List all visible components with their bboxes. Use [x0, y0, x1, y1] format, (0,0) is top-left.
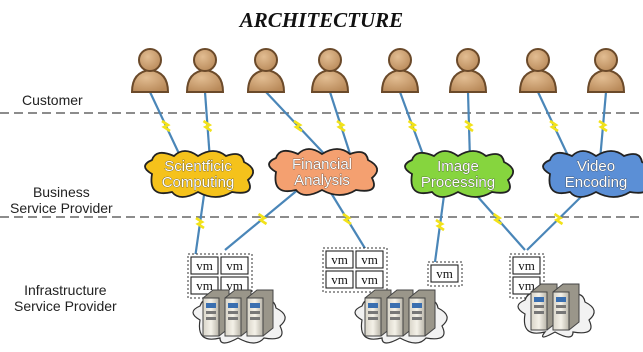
vm-label: vm — [226, 258, 243, 273]
video-encoding-label-line2: Encoding — [565, 174, 628, 191]
business-label-line2: Service Provider — [10, 200, 113, 216]
lightning-icon — [407, 119, 418, 133]
vm-label: vm — [196, 258, 213, 273]
customer-person-icon — [586, 48, 626, 93]
server-farm — [354, 289, 448, 344]
vm-label: vm — [331, 252, 348, 267]
customer-person-icon — [130, 48, 170, 93]
vm-cluster: vm vm — [509, 253, 545, 299]
customer-person-icon — [246, 48, 286, 93]
vm-box — [190, 256, 219, 275]
lightning-icon — [435, 218, 445, 232]
lightning-icon — [598, 119, 608, 133]
server-farm — [517, 283, 595, 338]
lightning-icon — [549, 119, 559, 133]
image-processing-label-line1: Image — [437, 158, 479, 175]
customer-person-icon — [310, 48, 350, 93]
lightning-icon — [195, 216, 205, 230]
financial-analysis-label-line1: Financial — [292, 156, 352, 173]
vm-cluster: vm — [427, 261, 463, 287]
lightning-icon — [257, 212, 268, 226]
lightning-icon — [464, 119, 474, 133]
infrastructure-label-line1: Infrastructure — [24, 282, 107, 298]
vm-label: vm — [226, 278, 243, 293]
layer-label-business: Business Service Provider — [10, 184, 113, 216]
vm-box — [355, 270, 384, 289]
customer-group — [130, 48, 626, 93]
image-processing-label-line2: Processing — [421, 174, 495, 191]
lightning-icon — [553, 212, 564, 226]
lightning-icon — [293, 119, 303, 133]
vm-label: vm — [518, 258, 535, 273]
vm-label: vm — [436, 266, 453, 281]
server-farms — [192, 283, 595, 344]
customer-person-icon — [448, 48, 488, 93]
lightning-icon — [342, 212, 352, 226]
layer-label-infrastructure: Infrastructure Service Provider — [14, 282, 117, 314]
scientific-computing-label-line2: Computing — [162, 174, 235, 191]
connectors — [149, 91, 608, 263]
vm-label: vm — [331, 272, 348, 287]
customer-person-icon — [518, 48, 558, 93]
vm-label: vm — [361, 272, 378, 287]
server-farm — [192, 289, 286, 344]
business-label-line1: Business — [32, 184, 90, 200]
lightning-icon — [202, 119, 213, 133]
lightning-icon — [492, 212, 503, 226]
vm-label: vm — [361, 252, 378, 267]
vm-box — [325, 250, 354, 269]
vm-box — [190, 276, 219, 295]
financial-analysis-label-line2: Analysis — [294, 172, 350, 189]
vm-box — [325, 270, 354, 289]
customer-person-icon — [380, 48, 420, 93]
video-encoding-label-line1: Video — [577, 158, 615, 175]
vm-box — [512, 256, 541, 275]
vm-box — [220, 256, 249, 275]
diagram-title: ARCHITECTURE — [239, 8, 404, 32]
layer-label-customer: Customer — [22, 92, 83, 108]
scientific-computing-label-line1: Scientficic — [164, 158, 232, 175]
infrastructure-label-line2: Service Provider — [14, 298, 117, 314]
vm-box — [430, 264, 459, 283]
customer-person-icon — [185, 48, 225, 93]
vm-label: vm — [196, 278, 213, 293]
vm-label: vm — [518, 278, 535, 293]
vm-box — [355, 250, 384, 269]
customer-label: Customer — [22, 92, 83, 108]
lightning-icon — [336, 119, 346, 133]
lightning-icon — [161, 119, 171, 133]
